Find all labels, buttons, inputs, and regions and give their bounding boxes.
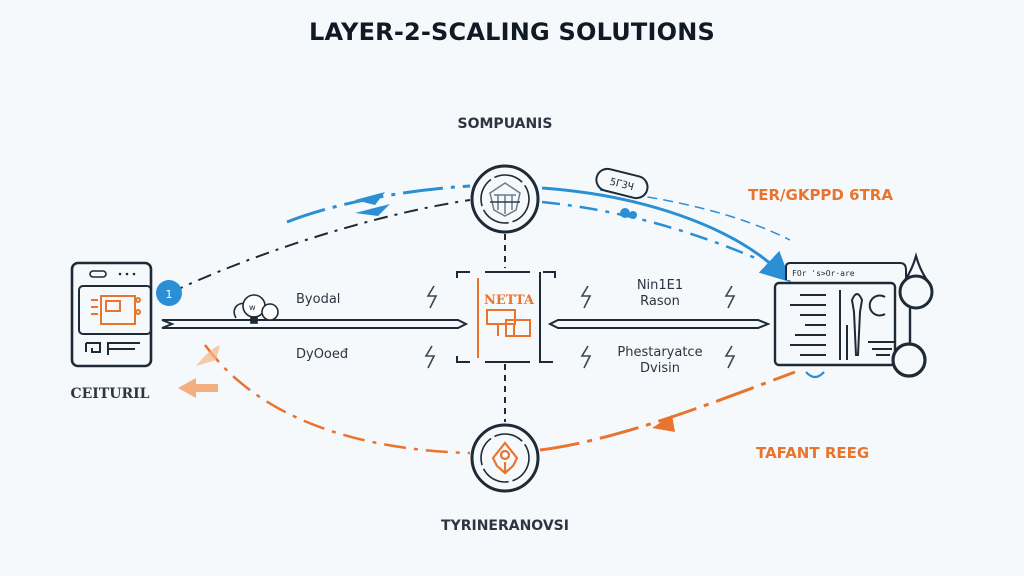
badge-number: 1 [166,288,173,301]
bottom-node[interactable] [470,423,540,493]
center-layer-box [456,271,556,363]
top-node[interactable] [470,164,540,234]
document-header: FOr 's>Or·are [792,269,855,278]
channel-label-right-below-2: Dvisin [640,361,680,376]
document-dashboard-icon[interactable]: FOr 's>Or·are [773,251,934,379]
flow-arc-top-left [169,184,471,294]
shield-building-icon [489,182,521,217]
rocket-icon [491,441,519,475]
channel-label-left-below: DyOoeđ [296,347,349,362]
svg-text:w: w [249,303,256,312]
back-arrow-icon [178,378,218,398]
channel-label-left-above: Byodal [296,292,341,307]
layer-box-icon [486,309,531,337]
left-node-label: CEITURIL [70,386,150,402]
flow-node-dot [620,208,630,218]
channel-label-right-below-1: Phestaryatce [617,345,703,360]
flow-arc-top-right [541,186,791,283]
lightning-icon [424,285,736,369]
flow-arc-bottom [178,344,796,455]
mobile-device-icon[interactable] [70,261,153,368]
info-badge[interactable]: 1 [156,280,182,306]
diagram-title: LAYER-2-SCALING SOLUTIONS [309,18,715,46]
channel-label-right-above-1: Nin1E1 [636,278,684,293]
channel-label-right-above-2: Rason [640,294,680,309]
lightbulb-icon: w [233,294,279,324]
channel-left [161,319,469,329]
annotation-pill: 5Г3Ч [595,167,649,200]
annotation-bottom-right: TAFANT REEG [756,444,870,462]
center-label: NETTA [484,293,535,308]
bottom-node-label: TYRINERANOVSI [441,518,569,534]
channel-right [547,319,771,329]
arrow-head-icon [652,415,675,432]
arrow-head-icon [355,204,390,216]
arrow-head-icon [355,192,385,205]
top-node-label: SOMPUANIS [457,116,553,132]
annotation-top-right: TER/GKPPD 6TRA [748,186,893,204]
